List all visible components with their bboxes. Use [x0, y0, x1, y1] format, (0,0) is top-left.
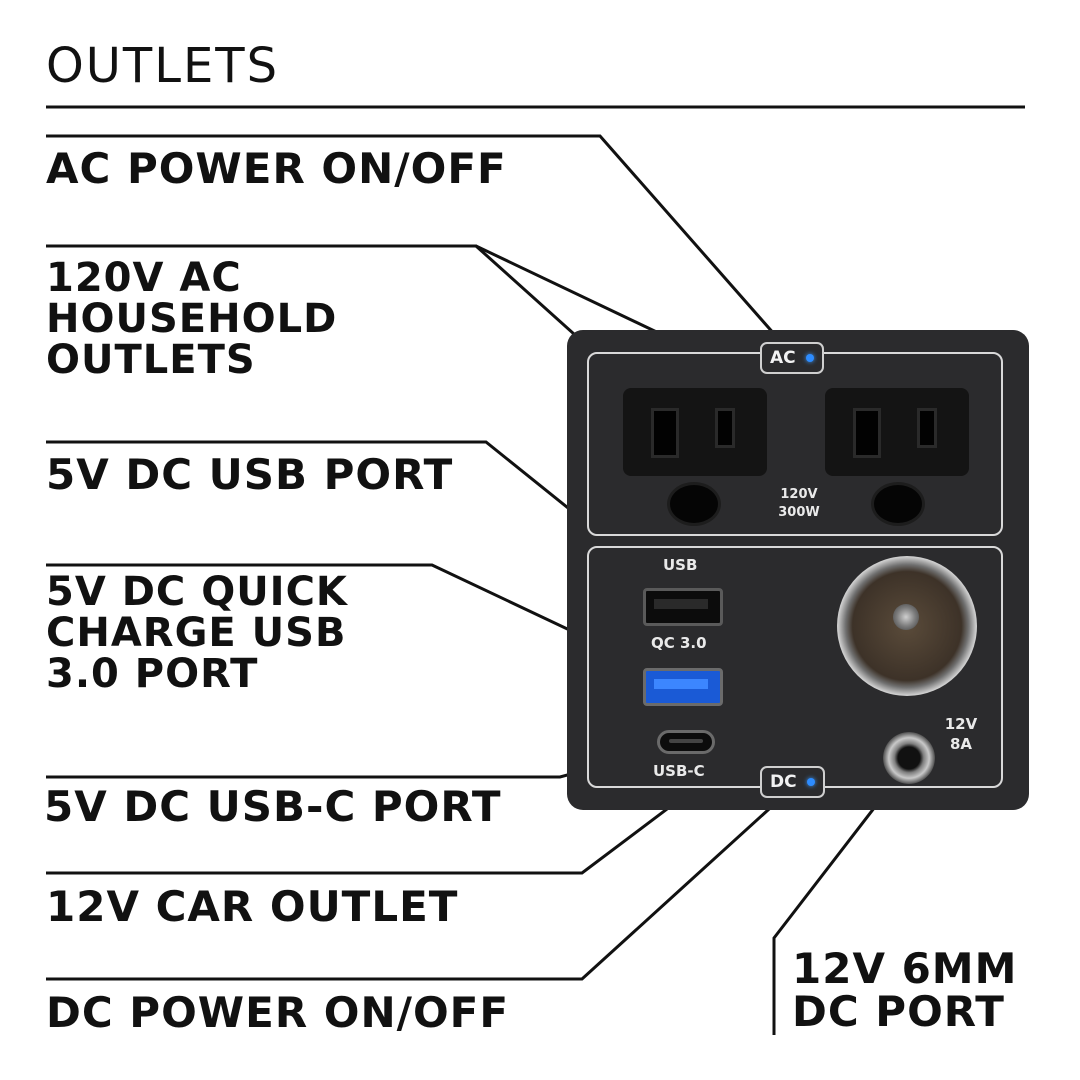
- label-ac-outlets-line3: OUTLETS: [46, 336, 256, 383]
- ac-button-label: AC: [770, 348, 796, 368]
- qc-label: QC 3.0: [651, 634, 707, 652]
- ac-led-icon: [805, 354, 814, 362]
- label-car-outlet: 12V CAR OUTLET: [46, 882, 459, 931]
- leader-ac-power: [46, 134, 792, 353]
- label-dc6mm-line1: 12V 6MM: [792, 944, 1018, 993]
- qc-usb-port[interactable]: [643, 668, 723, 706]
- ac-rating-voltage: 120V: [780, 487, 818, 502]
- usb-port-tongue: [654, 599, 708, 609]
- label-qc-port-line1: 5V DC QUICK: [46, 569, 348, 615]
- usb-label: USB: [663, 556, 698, 574]
- outlet-slot: [917, 408, 937, 448]
- dc-power-button[interactable]: DC: [760, 766, 825, 798]
- label-qc-port-line3: 3.0 PORT: [46, 650, 259, 697]
- outlet-slot: [715, 408, 735, 448]
- ac-rating: 120V 300W: [767, 486, 831, 521]
- dc-6mm-port[interactable]: [883, 732, 935, 784]
- car-outlet-pin: [893, 604, 919, 630]
- ground-hole: [871, 482, 925, 526]
- label-usbc-port: 5V DC USB-C PORT: [44, 782, 502, 831]
- label-ac-outlets-line1: 120V AC: [46, 255, 242, 301]
- label-qc-port-line2: CHARGE USB: [46, 609, 347, 656]
- leader-dc6mm: [772, 763, 910, 1035]
- label-ac-outlets: 120V AC HOUSEHOLD OUTLETS: [46, 258, 337, 380]
- dc-button-label: DC: [770, 772, 797, 792]
- ac-rating-watts: 300W: [778, 504, 820, 520]
- outlet-slot: [853, 408, 881, 458]
- usb-port[interactable]: [643, 588, 723, 626]
- outlet-slot: [651, 408, 679, 458]
- leader-dc-power: [46, 788, 792, 981]
- page-title: OUTLETS: [46, 38, 280, 94]
- ground-hole: [667, 482, 721, 526]
- ac-power-button[interactable]: AC: [760, 342, 824, 374]
- qc-port-tongue: [654, 679, 708, 689]
- usbc-tongue: [669, 739, 703, 743]
- usbc-port[interactable]: [657, 730, 715, 754]
- dc-rating-voltage: 12V: [944, 715, 978, 733]
- ac-outlet-left[interactable]: [623, 388, 767, 476]
- label-qc-port: 5V DC QUICK CHARGE USB 3.0 PORT: [46, 572, 348, 694]
- label-ac-power: AC POWER ON/OFF: [46, 144, 507, 193]
- label-dc6mm-line2: DC PORT: [792, 986, 1005, 1036]
- dc-rating-amps: 8A: [949, 735, 973, 754]
- outlet-panel: AC 120V 300W USB QC 3.0 USB-C 12V 8A DC: [567, 330, 1029, 810]
- label-ac-outlets-line2: HOUSEHOLD: [46, 295, 338, 342]
- dc-rating: 12V 8A: [939, 714, 983, 755]
- ac-outlet-right[interactable]: [825, 388, 969, 476]
- label-dc6mm: 12V 6MM DC PORT: [792, 944, 1018, 1036]
- label-usb-port: 5V DC USB PORT: [46, 450, 454, 499]
- dc-led-icon: [806, 778, 815, 786]
- usbc-label: USB-C: [653, 762, 705, 780]
- car-outlet-socket[interactable]: [837, 556, 977, 696]
- label-dc-power: DC POWER ON/OFF: [46, 988, 510, 1037]
